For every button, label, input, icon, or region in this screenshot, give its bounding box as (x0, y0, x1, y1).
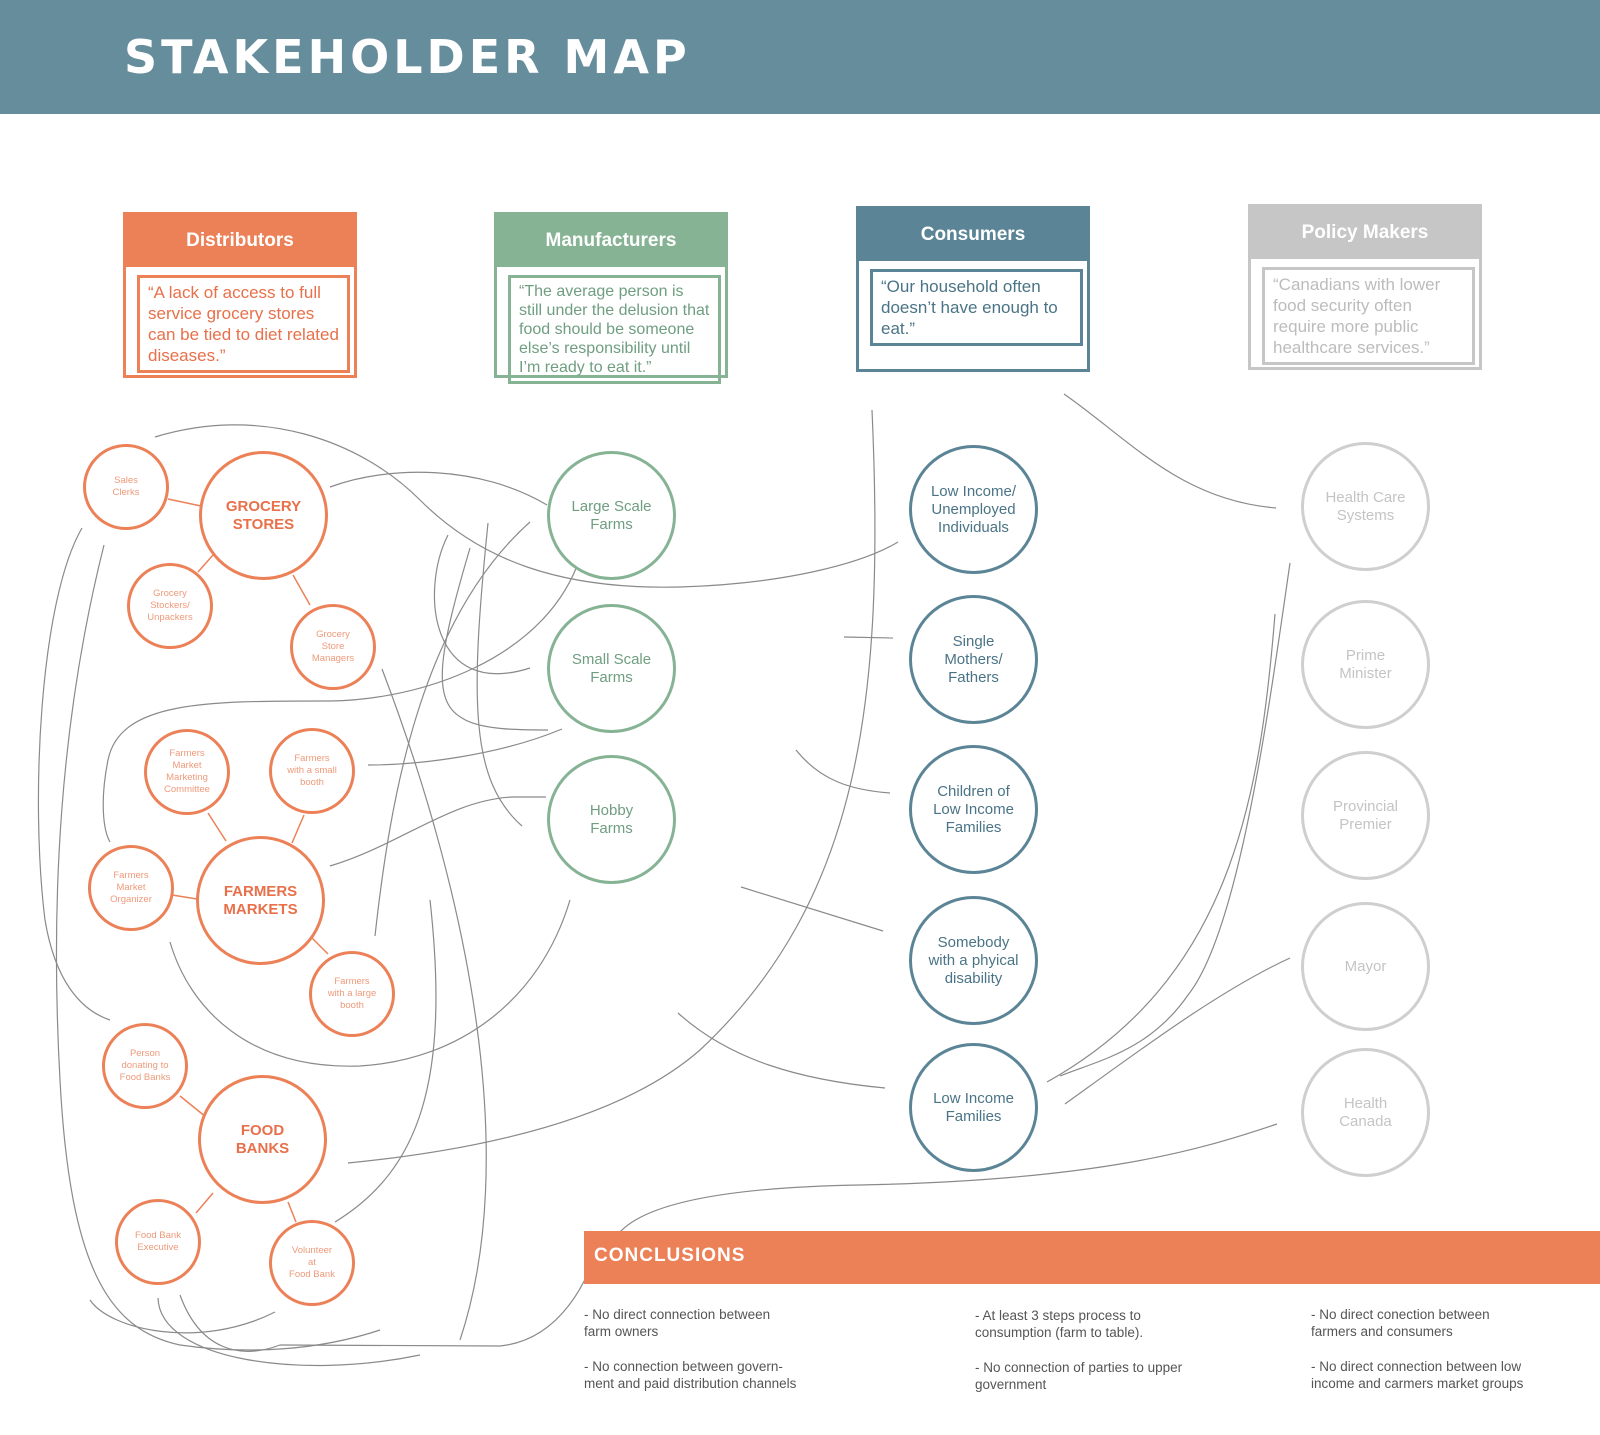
node-farmers-large-booth: Farmers with a large booth (309, 951, 395, 1037)
connector-1 (154, 424, 899, 588)
node-food-banks: FOOD BANKS (198, 1075, 327, 1204)
connector-7 (374, 521, 531, 937)
node-volunteer-food-bank: Volunteer at Food Bank (269, 1220, 355, 1306)
link-clerks-grocery (167, 498, 202, 507)
node-grocery-stockers: Grocery Stockers/ Unpackers (127, 563, 213, 649)
header-bar: STAKEHOLDER MAP (0, 0, 1600, 114)
link-volunteer-foodbanks (287, 1201, 297, 1223)
connector-19 (843, 636, 894, 639)
node-health-canada: Health Canada (1301, 1048, 1430, 1177)
connector-23 (1063, 393, 1277, 509)
connector-22 (677, 1012, 886, 1089)
manufacturers-title: Manufacturers (497, 215, 725, 267)
distributors-quote: “A lack of access to full service grocer… (137, 275, 350, 373)
node-small-scale-farms: Small Scale Farms (547, 604, 676, 733)
node-health-care-systems: Health Care Systems (1301, 442, 1430, 571)
policy-makers-title: Policy Makers (1251, 207, 1479, 259)
conclusions-title: CONCLUSIONS (594, 1245, 746, 1266)
node-prime-minister: Prime Minister (1301, 600, 1430, 729)
conclusion-note: - At least 3 steps process to consumptio… (975, 1308, 1144, 1340)
link-stockers-grocery (197, 554, 214, 573)
link-largebooth-markets (311, 937, 329, 955)
connector-2 (329, 471, 548, 506)
link-smallbooth-markets (291, 814, 305, 844)
policy-makers-quote: “Canadians with lower food security ofte… (1262, 267, 1475, 365)
node-single-parents: Single Mothers/ Fathers (909, 595, 1038, 724)
node-grocery-store-managers: Grocery Store Managers (290, 604, 376, 690)
connector-27 (619, 1123, 1278, 1233)
policy-makers-card: Policy Makers “Canadians with lower food… (1248, 204, 1482, 370)
node-farmers-small-booth: Farmers with a small booth (269, 728, 355, 814)
connector-8 (441, 547, 549, 731)
connector-15 (334, 899, 437, 1223)
link-managers-grocery (292, 574, 311, 606)
node-provincial-premier: Provincial Premier (1301, 751, 1430, 880)
page-title: STAKEHOLDER MAP (124, 30, 691, 84)
node-physical-disability: Somebody with a phyical disability (909, 896, 1038, 1025)
node-mayor: Mayor (1301, 902, 1430, 1031)
connector-25 (1046, 613, 1276, 1083)
node-farmers-market-marketing-committee: Farmers Market Marketing Committee (144, 729, 230, 815)
node-person-donating: Person donating to Food Banks (102, 1023, 188, 1109)
node-farmers-markets: FARMERS MARKETS (196, 836, 325, 965)
node-hobby-farms: Hobby Farms (547, 755, 676, 884)
manufacturers-card: Manufacturers “The average person is sti… (494, 212, 728, 384)
connector-20 (795, 749, 891, 794)
conclusion-note: - No connection of parties to upper gove… (975, 1360, 1183, 1392)
conclusion-note: - No direct connection between farm owne… (584, 1307, 771, 1339)
connector-16 (157, 1297, 421, 1367)
connector-13 (55, 544, 381, 1351)
connector-6 (329, 796, 546, 867)
connector-10 (433, 534, 531, 675)
connector-26 (1064, 957, 1291, 1105)
node-low-income-unemployed: Low Income/ Unemployed Individuals (909, 445, 1038, 574)
node-food-bank-executive: Food Bank Executive (115, 1199, 201, 1285)
conclusion-note: - No direct connection between low incom… (1311, 1359, 1524, 1391)
connector-21 (740, 886, 884, 932)
consumers-title: Consumers (859, 209, 1087, 261)
distributors-title: Distributors (126, 215, 354, 267)
link-committee-markets (207, 812, 227, 842)
connector-3 (102, 565, 578, 843)
node-children-low-income: Children of Low Income Families (909, 745, 1038, 874)
connector-14 (347, 409, 876, 1164)
node-sales-clerks: Sales Clerks (83, 444, 169, 530)
link-executive-foodbanks (195, 1192, 214, 1214)
conclusions-bar: CONCLUSIONS (584, 1231, 1600, 1284)
consumers-quote: “Our household often doesn’t have enough… (870, 269, 1083, 346)
connector-12 (37, 527, 111, 1021)
node-grocery-stores: GROCERY STORES (199, 451, 328, 580)
conclusion-note: - No connection between govern- ment and… (584, 1359, 797, 1391)
link-donor-foodbanks (179, 1095, 207, 1118)
node-farmers-market-organizer: Farmers Market Organizer (88, 845, 174, 931)
consumers-card: Consumers “Our household often doesn’t h… (856, 206, 1090, 372)
connector-4 (381, 668, 487, 1341)
link-organizer-markets (171, 894, 198, 900)
connector-24 (1059, 562, 1291, 1077)
node-low-income-families: Low Income Families (909, 1043, 1038, 1172)
distributors-card: Distributors “A lack of access to full s… (123, 212, 357, 378)
connector-17 (179, 1237, 601, 1352)
node-large-scale-farms: Large Scale Farms (547, 451, 676, 580)
manufacturers-quote: “The average person is still under the d… (508, 275, 721, 384)
connector-9 (476, 522, 523, 827)
connector-11 (169, 899, 571, 1067)
conclusion-note: - No direct conection between farmers an… (1311, 1307, 1490, 1339)
connector-18 (89, 1299, 276, 1334)
connector-5 (367, 728, 563, 766)
